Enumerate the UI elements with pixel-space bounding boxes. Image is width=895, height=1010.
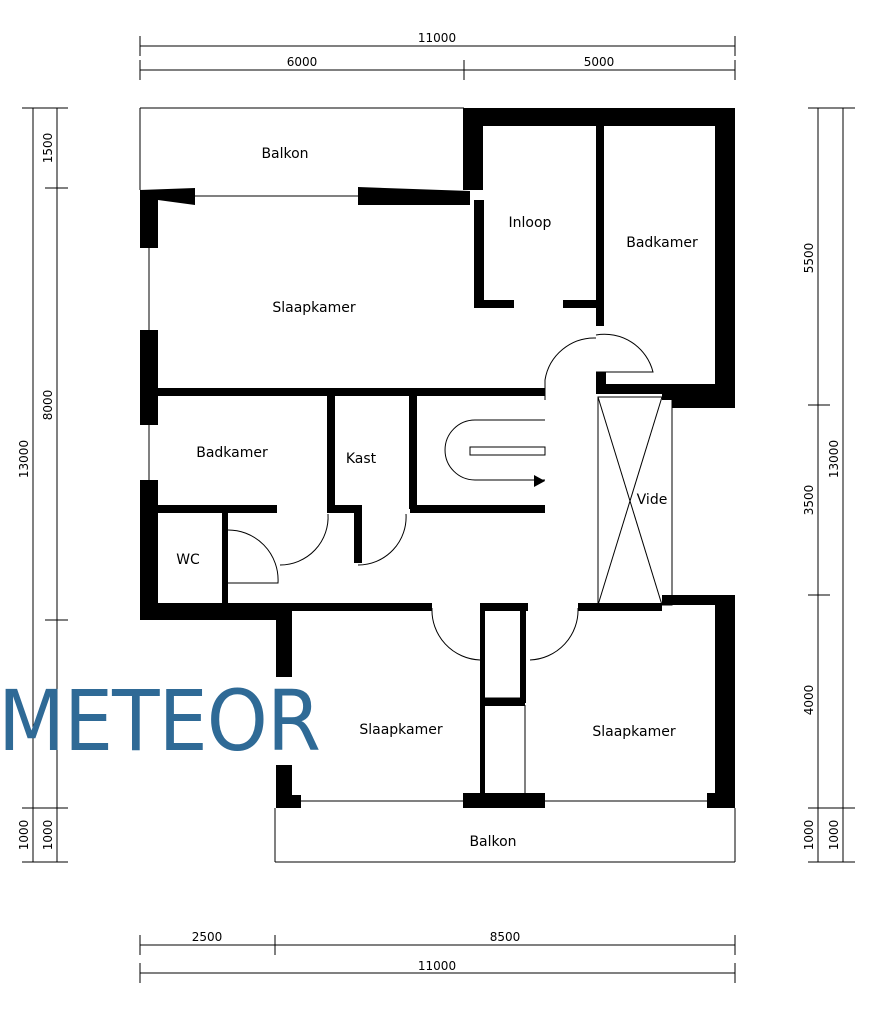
- room-inloop: Inloop: [509, 215, 552, 231]
- room-vide: Vide: [637, 492, 668, 508]
- dim-bottom-total: 11000: [418, 959, 456, 973]
- dim-bottom-left: 2500: [192, 930, 223, 944]
- dim-left-bottom-b: 1000: [41, 820, 55, 851]
- dim-bottom-right: 8500: [490, 930, 521, 944]
- room-slaapkamer-left: Slaapkamer: [359, 722, 443, 738]
- dim-right-bottom-a: 1000: [802, 820, 816, 851]
- room-balkon-top: Balkon: [261, 146, 308, 162]
- room-wc: WC: [176, 552, 200, 568]
- dim-left-total: 13000: [17, 440, 31, 478]
- room-kast: Kast: [346, 451, 377, 467]
- dim-left-middle: 8000: [41, 390, 55, 421]
- dim-left-bottom-a: 1000: [17, 820, 31, 851]
- dim-top-right: 5000: [584, 55, 615, 69]
- dim-top-left: 6000: [287, 55, 318, 69]
- dim-right-top: 5500: [802, 243, 816, 274]
- dim-right-total: 13000: [827, 440, 841, 478]
- logo-text: METEOR: [0, 672, 320, 770]
- dim-left-top: 1500: [41, 133, 55, 164]
- room-slaapkamer-right: Slaapkamer: [592, 724, 676, 740]
- room-badkamer-master: Badkamer: [626, 235, 698, 251]
- stair-arrow-icon: [534, 475, 545, 487]
- dimension-lines: [22, 36, 855, 983]
- dim-right-lower: 4000: [802, 685, 816, 716]
- room-badkamer: Badkamer: [196, 445, 268, 461]
- dim-right-middle: 3500: [802, 485, 816, 516]
- room-slaapkamer-master: Slaapkamer: [272, 300, 356, 316]
- dim-top-total: 11000: [418, 31, 456, 45]
- dim-right-bottom-b: 1000: [827, 820, 841, 851]
- meteor-logo: METEOR: [0, 672, 321, 770]
- room-balkon-bottom: Balkon: [469, 834, 516, 850]
- thin-outlines: [139, 107, 736, 863]
- walls: [140, 108, 735, 808]
- door-swings: [225, 333, 654, 661]
